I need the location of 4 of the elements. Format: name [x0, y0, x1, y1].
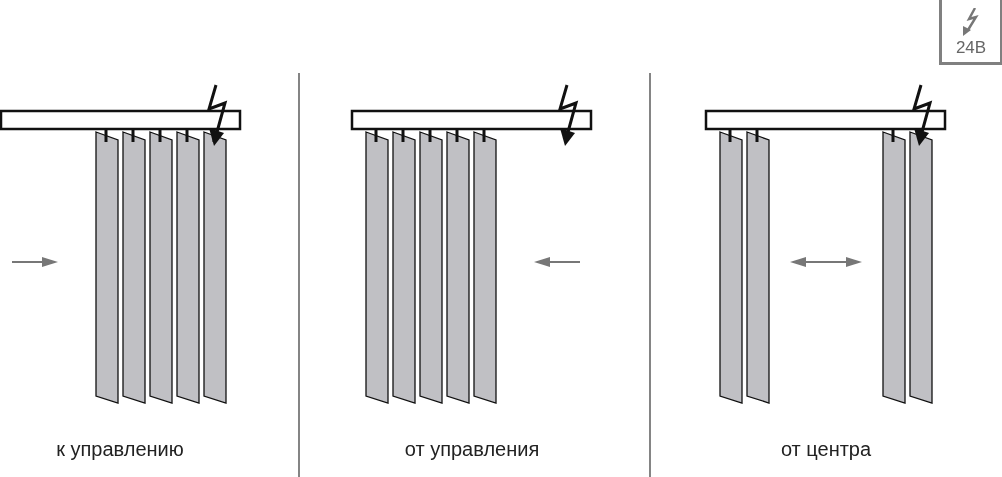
voltage-label: 24В	[954, 38, 988, 58]
mode-caption: к управлению	[56, 438, 184, 461]
mode-caption: от центра	[780, 438, 872, 461]
mode-caption: от управления	[404, 438, 540, 461]
